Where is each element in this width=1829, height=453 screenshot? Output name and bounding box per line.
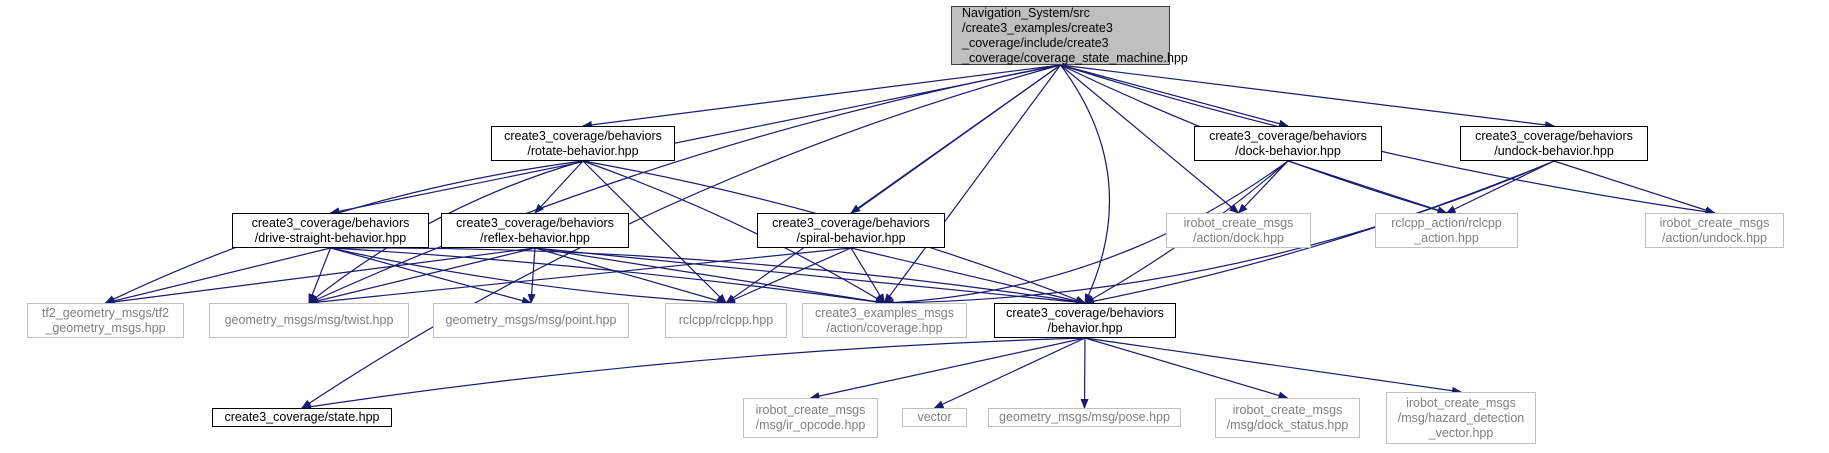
edge-drive-to-tf2 xyxy=(104,247,331,305)
edge-root-to-dock xyxy=(1060,64,1289,128)
edge-behavior-to-hazard xyxy=(1084,337,1462,395)
node-twist-hpp: geometry_msgs/msg/twist.hpp xyxy=(209,303,409,338)
edge-rotate-to-tf2 xyxy=(104,160,584,304)
edge-rotate-to-reflex xyxy=(534,160,584,214)
node-irobot-action-dock-hpp: irobot_create_msgs /action/dock.hpp xyxy=(1166,213,1311,248)
edge-dock-to-coverage xyxy=(883,160,1289,307)
node-behavior-hpp[interactable]: create3_coverage/behaviors /behavior.hpp xyxy=(994,303,1176,338)
edge-undock-to-rclaction xyxy=(1445,160,1555,214)
node-rclcpp-hpp: rclcpp/rclcpp.hpp xyxy=(665,303,787,338)
edge-behavior-to-vector xyxy=(933,337,1086,409)
graph-edges xyxy=(104,64,1716,411)
node-undock-behavior-hpp[interactable]: create3_coverage/behaviors /undock-behav… xyxy=(1460,126,1648,161)
node-dock-status-hpp: irobot_create_msgs /msg/dock_status.hpp xyxy=(1215,398,1360,438)
node-tf2-geometry-msgs-hpp: tf2_geometry_msgs/tf2 _geometry_msgs.hpp xyxy=(27,303,184,338)
edge-root-to-irdock xyxy=(1060,64,1240,214)
edge-behavior-to-state xyxy=(301,337,1086,411)
node-state-hpp[interactable]: create3_coverage/state.hpp xyxy=(212,408,392,427)
edge-reflex-to-coverage xyxy=(534,247,886,306)
edge-drive-to-behavior xyxy=(330,247,1086,306)
edge-root-to-rclcpp xyxy=(725,64,1061,304)
edge-behavior-to-pose xyxy=(1080,337,1089,409)
edge-rotate-to-twist xyxy=(308,160,584,304)
edge-undock-to-behavior xyxy=(1084,160,1555,306)
edge-reflex-to-behavior xyxy=(534,247,1086,307)
node-reflex-behavior-hpp[interactable]: create3_coverage/behaviors /reflex-behav… xyxy=(441,213,629,248)
edge-spiral-to-behavior xyxy=(850,247,1086,305)
node-coverage-action-hpp: create3_examples_msgs /action/coverage.h… xyxy=(802,303,967,338)
edge-rotate-to-coverage xyxy=(582,160,886,304)
node-drive-straight-behavior-hpp[interactable]: create3_coverage/behaviors /drive-straig… xyxy=(232,213,429,248)
edge-reflex-to-twist xyxy=(308,247,536,305)
node-ir-opcode-hpp: irobot_create_msgs /msg/ir_opcode.hpp xyxy=(743,398,878,438)
edge-spiral-to-twist xyxy=(308,247,852,307)
node-spiral-behavior-hpp[interactable]: create3_coverage/behaviors /spiral-behav… xyxy=(757,213,945,248)
edge-reflex-to-point xyxy=(527,247,536,304)
edge-root-to-rotate xyxy=(582,64,1061,129)
edge-root-to-twist xyxy=(308,64,1061,304)
edge-undock-to-irundock xyxy=(1553,160,1716,215)
node-dock-behavior-hpp[interactable]: create3_coverage/behaviors /dock-behavio… xyxy=(1194,126,1382,161)
edge-root-to-irundock xyxy=(1060,64,1716,216)
node-rclcpp-action-hpp: rclcpp_action/rclcpp _action.hpp xyxy=(1375,213,1518,248)
edge-drive-to-rclcpp xyxy=(330,247,727,307)
edge-reflex-to-rclcpp xyxy=(534,247,727,305)
edge-root-to-behavior xyxy=(1060,64,1111,304)
node-irobot-action-undock-hpp: irobot_create_msgs /action/undock.hpp xyxy=(1645,213,1784,248)
node-coverage-state-machine-hpp: Navigation_System/src /create3_examples/… xyxy=(951,6,1188,65)
edge-spiral-to-coverage xyxy=(850,247,886,304)
edge-root-to-undock xyxy=(1060,64,1555,129)
node-rotate-behavior-hpp[interactable]: create3_coverage/behaviors /rotate-behav… xyxy=(491,126,675,161)
edge-spiral-to-rclcpp xyxy=(725,247,852,304)
edge-rotate-to-rclcpp xyxy=(582,160,727,304)
edge-behavior-to-ir_opcode xyxy=(809,337,1086,400)
edge-drive-to-point xyxy=(330,247,532,305)
edge-dock-to-rclaction xyxy=(1287,160,1448,214)
node-vector: vector xyxy=(902,408,967,427)
node-point-hpp: geometry_msgs/msg/point.hpp xyxy=(433,303,629,338)
edge-dock-to-irdock xyxy=(1237,160,1289,214)
edge-behavior-to-dock_status xyxy=(1084,337,1289,400)
edge-drive-to-coverage xyxy=(330,247,886,306)
node-pose-hpp: geometry_msgs/msg/pose.hpp xyxy=(988,408,1181,427)
node-hazard-detection-vector-hpp: irobot_create_msgs /msg/hazard_detection… xyxy=(1386,392,1536,444)
edge-reflex-to-tf2 xyxy=(104,247,536,306)
edge-root-to-state xyxy=(301,64,1061,409)
edge-root-to-coverage xyxy=(883,64,1061,304)
